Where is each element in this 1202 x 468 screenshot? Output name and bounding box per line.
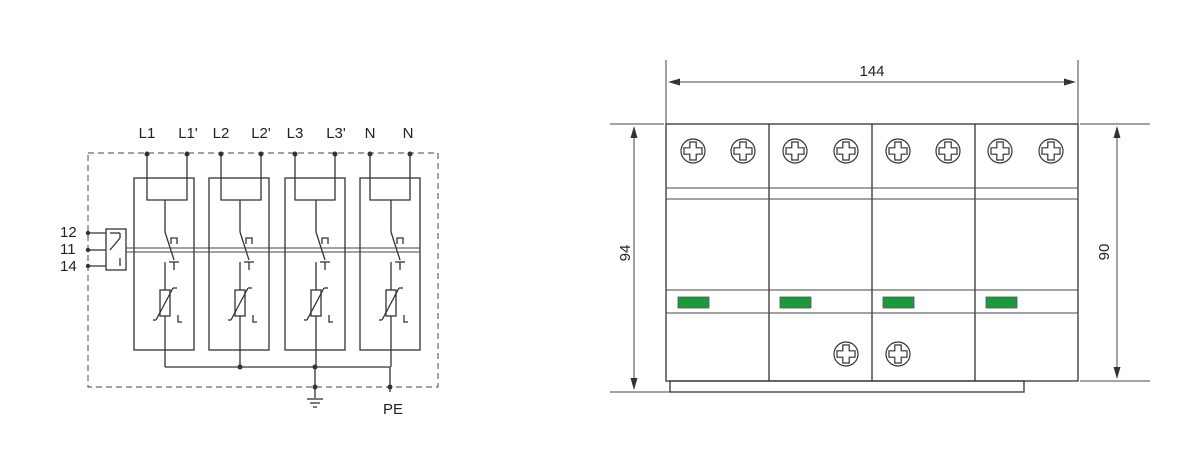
protection-module	[208, 151, 270, 367]
screw-terminal-icon	[885, 138, 911, 164]
screw-terminal-icon	[730, 138, 756, 164]
width-dimension-label: 144	[859, 63, 884, 80]
terminal-label-n: N	[365, 125, 376, 142]
terminal-label-l1: L1	[139, 125, 156, 142]
aux-label-11: 11	[60, 241, 76, 258]
screw-terminal-icon	[1038, 138, 1064, 164]
aux-contact-block	[85, 228, 127, 271]
arrow-down	[630, 378, 638, 390]
bus-node	[237, 364, 243, 370]
screw-terminal-icon	[833, 341, 859, 367]
status-indicator-window	[985, 296, 1018, 309]
enclosure-dashed	[87, 152, 439, 388]
screw-terminal-icon	[680, 138, 706, 164]
screw-terminal-icon	[987, 138, 1013, 164]
aux-label-14: 14	[60, 258, 77, 275]
status-indicator-window	[779, 296, 812, 309]
terminal-label-l3: L3	[287, 125, 304, 142]
protection-module	[133, 151, 195, 367]
terminal-label-l3p: L3'	[326, 125, 346, 142]
terminal-label-l1p: L1'	[178, 125, 198, 142]
ground-node	[312, 384, 318, 390]
arrow-left	[668, 78, 680, 86]
terminal-label-l2p: L2'	[251, 125, 271, 142]
terminal-label-n2: N	[403, 125, 414, 142]
din-rail-base	[669, 380, 1025, 393]
front-view-drawing: 144 94 90	[610, 60, 1150, 393]
arrow-up	[1113, 126, 1121, 138]
protection-modules	[133, 151, 421, 367]
arrow-up	[630, 126, 638, 138]
status-indicator-window	[882, 296, 915, 309]
aux-label-12: 12	[60, 224, 77, 241]
status-indicators	[677, 296, 1018, 309]
screw-terminal-icon	[885, 341, 911, 367]
height-right-label: 90	[1096, 244, 1113, 261]
wiring-schematic: L1 L1' L2 L2' L3 L3' N N PE 12 11 14	[60, 125, 439, 418]
pe-node	[387, 384, 393, 390]
pe-label: PE	[383, 401, 403, 418]
screw-terminal-icon	[935, 138, 961, 164]
screw-terminal-icon	[833, 138, 859, 164]
height-left-label: 94	[617, 245, 634, 262]
arrow-down	[1113, 367, 1121, 379]
ground-icon	[307, 398, 323, 408]
arrow-right	[1064, 78, 1076, 86]
status-indicator-window	[677, 296, 710, 309]
screw-terminals	[680, 138, 1064, 367]
protection-module	[359, 151, 421, 367]
protection-module	[284, 151, 346, 367]
screw-terminal-icon	[782, 138, 808, 164]
terminal-label-l2: L2	[213, 125, 230, 142]
